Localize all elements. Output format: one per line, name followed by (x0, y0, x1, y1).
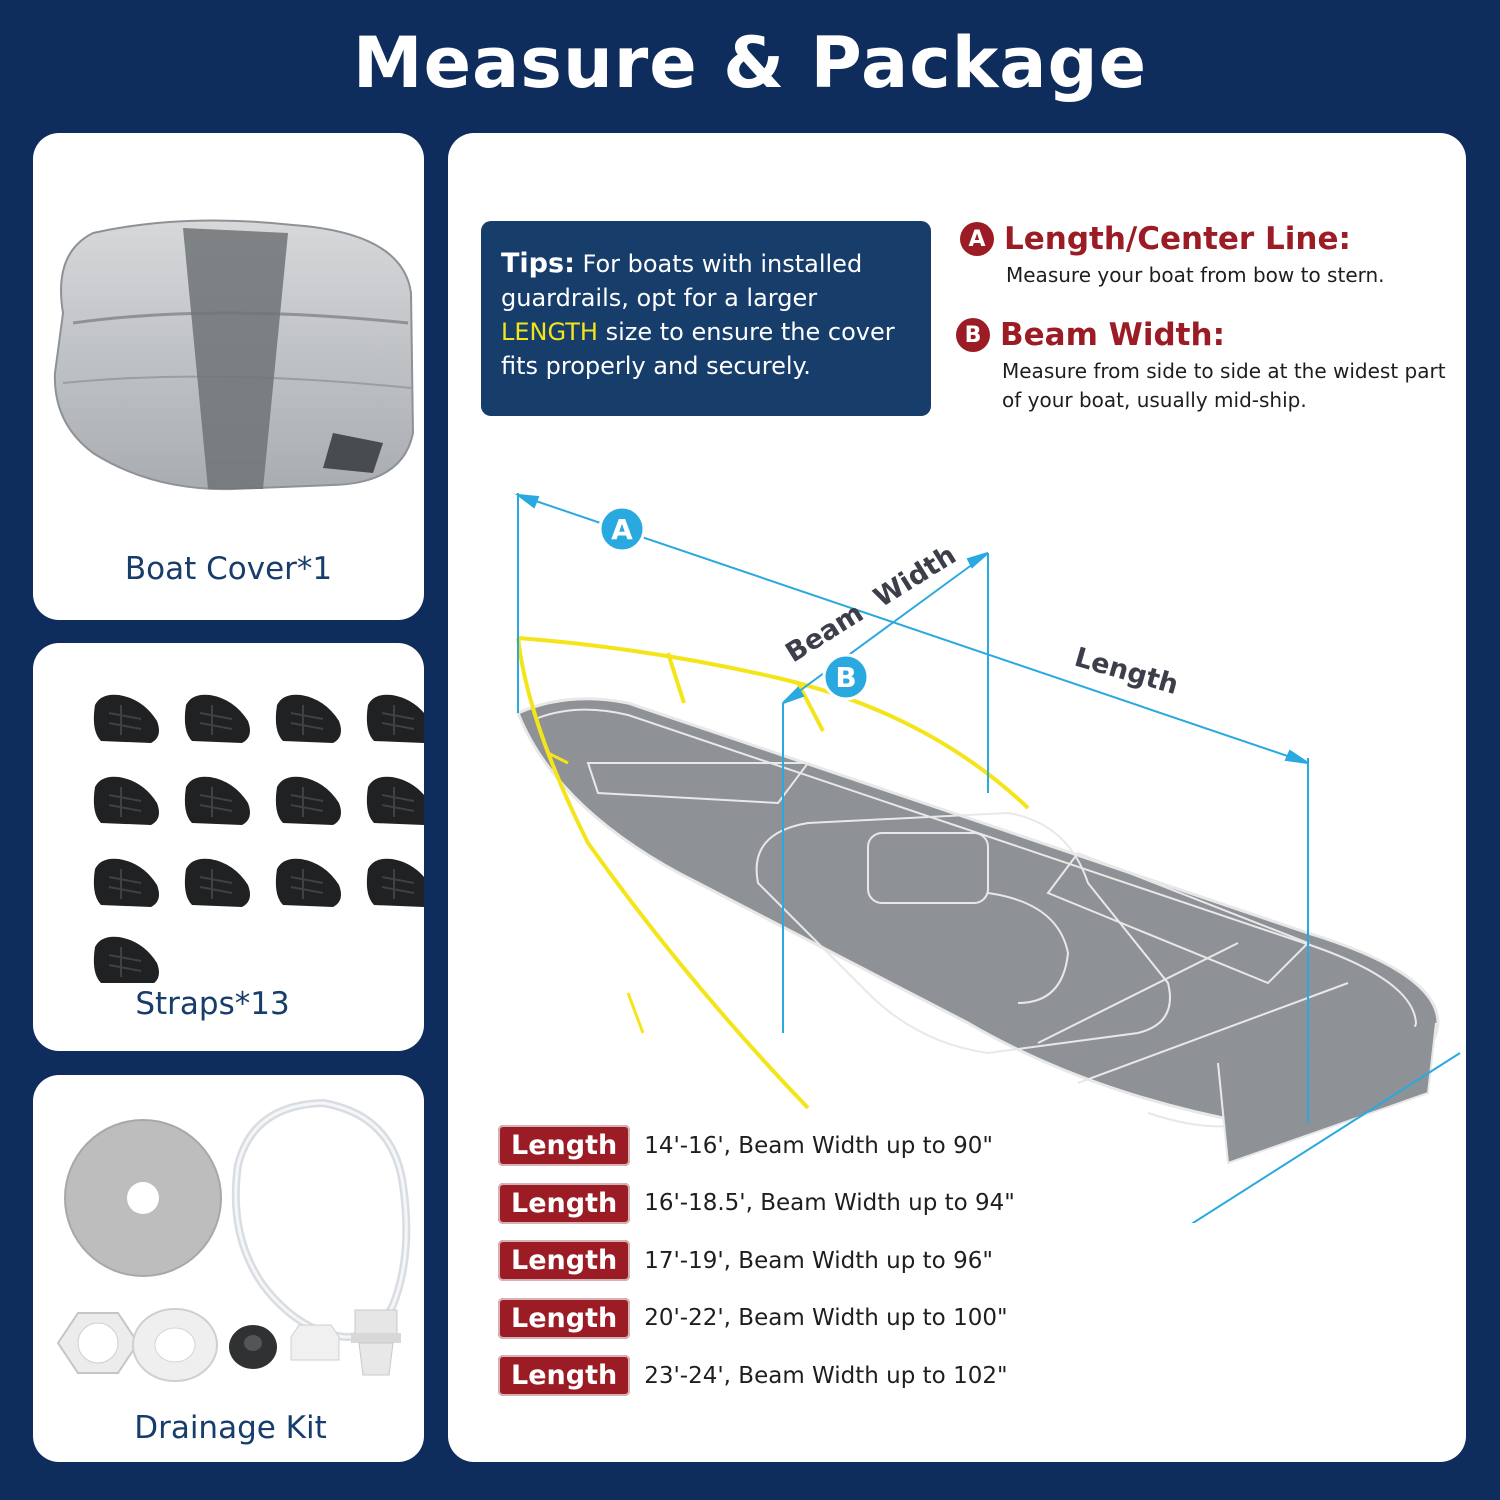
size-row: Length 14'-16', Beam Width up to 90" (498, 1125, 1015, 1166)
length-dimension-title: Length/Center Line: (1004, 221, 1351, 257)
length-dimension-desc: Measure your boat from bow to stern. (1006, 263, 1385, 287)
boat-cover-label: Boat Cover*1 (124, 551, 333, 587)
size-text: 17'-19', Beam Width up to 96" (644, 1247, 993, 1274)
tips-highlight: LENGTH (501, 318, 598, 346)
strap-item (366, 694, 424, 743)
page-title: Measure & Package (352, 22, 1148, 104)
strap-item (366, 776, 424, 825)
strap-item (93, 858, 159, 907)
size-tag: Length (498, 1125, 631, 1166)
drainage-kit-label: Drainage Kit (134, 1410, 327, 1446)
tips-box: Tips: For boats with installed guardrail… (481, 221, 931, 416)
strap-item (184, 858, 250, 907)
tips-lead: Tips: (501, 248, 575, 279)
length-dimension-block: A Length/Center Line: Measure your boat … (960, 221, 1456, 290)
beam-dimension-block: B Beam Width: Measure from side to side … (956, 317, 1462, 415)
strap-item (93, 936, 159, 985)
size-tag: Length (498, 1297, 631, 1339)
beam-dimension-desc: Measure from side to side at the widest … (1002, 359, 1446, 412)
straps-image (93, 694, 424, 985)
strap-item (366, 858, 424, 907)
length-badge-icon: A (960, 222, 994, 256)
beam-badge-icon: B (956, 318, 990, 352)
diagram-badge-a: A (611, 513, 633, 546)
size-row: Length 17'-19', Beam Width up to 96" (498, 1240, 1015, 1281)
boat-cover-card: Boat Cover*1 (33, 133, 424, 620)
diagram-beam-width-label: Beam Width (780, 540, 961, 669)
measurement-card: Tips: For boats with installed guardrail… (448, 133, 1466, 1462)
strap-item (93, 694, 159, 743)
drainage-kit-card: Drainage Kit (33, 1075, 424, 1462)
guardrail-side (516, 637, 810, 1110)
strap-item (275, 858, 341, 907)
size-row: Length 20'-22', Beam Width up to 100" (498, 1297, 1015, 1339)
tips-text-before: For boats with installed guardrails, opt… (501, 250, 863, 312)
beam-measure-line (782, 552, 989, 704)
strap-item (93, 776, 159, 825)
drainage-kit-image (56, 1098, 411, 1382)
tips-text-after: size to ensure the cover fits properly a… (501, 318, 895, 380)
length-measure-line (517, 494, 1309, 764)
diagram-badge-b: B (835, 661, 856, 694)
size-text: 14'-16', Beam Width up to 90" (644, 1132, 993, 1159)
beam-dimension-title: Beam Width: (1000, 317, 1225, 353)
size-row: Length 16'-18.5', Beam Width up to 94" (498, 1182, 1015, 1224)
size-tag: Length (498, 1182, 631, 1224)
strap-item (275, 776, 341, 825)
diagram-length-label: Length (1071, 642, 1182, 701)
folded-boat-cover-image (53, 219, 415, 491)
strap-item (275, 694, 341, 743)
size-tag: Length (498, 1355, 631, 1396)
strap-item (184, 776, 250, 825)
size-tag: Length (498, 1240, 631, 1281)
size-text: 23'-24', Beam Width up to 102" (644, 1362, 1008, 1389)
guardrail-top (517, 636, 1030, 810)
strap-item (184, 694, 250, 743)
size-row: Length 23'-24', Beam Width up to 102" (498, 1355, 1015, 1396)
straps-label: Straps*13 (135, 986, 290, 1022)
boat-diagram: A B Beam Width Length (514, 493, 1461, 1223)
size-text: 16'-18.5', Beam Width up to 94" (644, 1190, 1015, 1216)
size-text: 20'-22', Beam Width up to 100" (644, 1305, 1008, 1331)
straps-card: Straps*13 (33, 643, 424, 1051)
